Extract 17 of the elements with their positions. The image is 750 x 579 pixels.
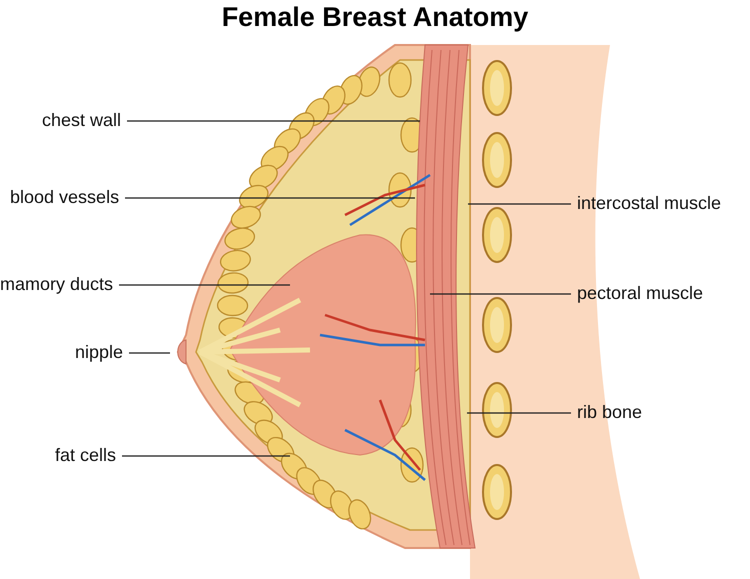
diagram-title: Female Breast Anatomy (220, 2, 530, 33)
leader-line (467, 412, 571, 414)
part-label: rib bone (577, 402, 642, 422)
part-label: mamory ducts (0, 274, 114, 294)
leader-line (430, 293, 571, 295)
leader-line (125, 197, 415, 199)
part-label: fat cells (55, 445, 116, 465)
leader-line (119, 284, 290, 286)
leader-line (129, 352, 170, 354)
leader-line (468, 203, 571, 205)
part-label: nipple (75, 342, 124, 362)
part-label: blood vessels (10, 187, 120, 207)
leader-line (127, 120, 420, 122)
part-label: chest wall (42, 110, 122, 130)
leader-line (122, 455, 290, 457)
part-label: pectoral muscle (577, 283, 704, 303)
part-label: intercostal muscle (577, 193, 722, 213)
